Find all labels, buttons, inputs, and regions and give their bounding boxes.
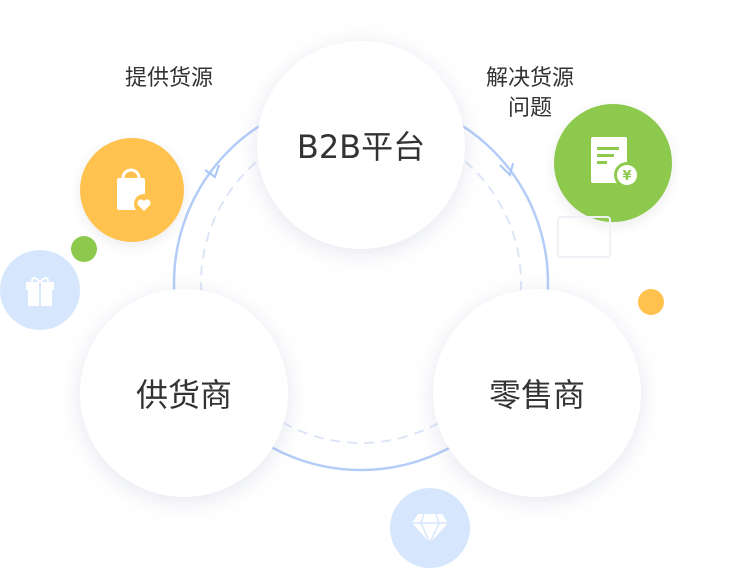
arrow-left	[204, 164, 220, 179]
diamond-icon	[390, 488, 470, 568]
node-platform: B2B平台	[257, 41, 465, 249]
solve-label: 解决货源问题	[470, 64, 590, 124]
retailer-label: 零售商	[488, 376, 585, 414]
svg-text:¥: ¥	[622, 169, 631, 184]
supply-label: 提供货源	[125, 66, 214, 91]
node-supplier: 供货商	[80, 289, 288, 497]
solve-line1: 解决货源	[485, 66, 574, 91]
shopping-bag-heart-icon	[80, 138, 184, 242]
arrow-right	[499, 162, 514, 177]
ticket-icon	[557, 216, 611, 258]
green-dot	[71, 236, 97, 262]
orange-dot	[638, 289, 664, 315]
gift-icon	[0, 250, 80, 330]
solve-line2: 问题	[507, 96, 552, 121]
platform-label: B2B平台	[296, 128, 426, 166]
node-retailer: 零售商	[433, 289, 641, 497]
invoice-yen-icon: ¥	[554, 104, 672, 222]
supplier-label: 供货商	[135, 376, 232, 414]
